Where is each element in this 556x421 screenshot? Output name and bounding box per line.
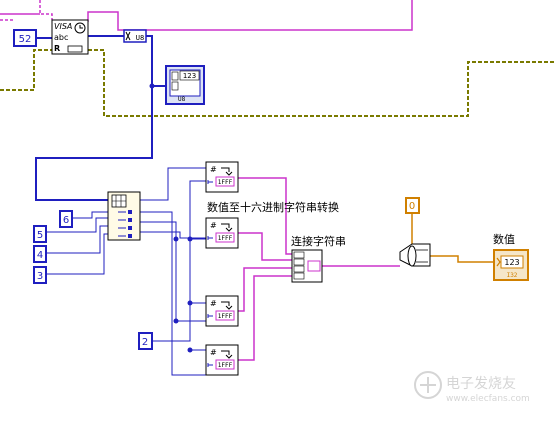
num-to-hex-node-3[interactable]: # 1FFF <box>205 295 239 327</box>
concatenate-strings-node[interactable] <box>291 249 323 283</box>
u8-typecast-node[interactable]: U8 <box>123 29 147 43</box>
svg-text:R: R <box>54 44 60 53</box>
label-hex-convert: 数值至十六进制字符串转换 <box>207 200 339 214</box>
svg-text:#: # <box>210 299 217 308</box>
label-indicator: 数值 <box>493 233 515 246</box>
visa-resource-wire[interactable] <box>0 0 413 31</box>
blue-wires-inputs[interactable] <box>46 167 206 376</box>
svg-text:4: 4 <box>37 250 43 261</box>
svg-text:123: 123 <box>183 72 196 80</box>
string-wires[interactable] <box>238 177 400 361</box>
num-to-hex-node-1[interactable]: # 1FFF <box>205 161 239 193</box>
numeric-indicator[interactable]: 123 I32 <box>493 249 529 281</box>
svg-text:I32: I32 <box>507 272 518 279</box>
svg-text:#: # <box>210 165 217 174</box>
string-to-number-node[interactable] <box>399 243 431 267</box>
svg-text:6: 6 <box>63 215 69 226</box>
label-concat: 连接字符串 <box>291 234 346 248</box>
num-to-hex-node-4[interactable]: # 1FFF <box>205 344 239 376</box>
visa-read-node[interactable]: VISA abc R <box>51 19 89 55</box>
constant-52[interactable]: 52 <box>13 29 37 47</box>
svg-text:52: 52 <box>19 34 32 45</box>
svg-text:1FFF: 1FFF <box>218 235 233 242</box>
svg-text:3: 3 <box>37 271 43 282</box>
error-icon <box>67 45 83 53</box>
svg-text:1FFF: 1FFF <box>218 179 233 186</box>
constant-3[interactable]: 3 <box>33 266 47 284</box>
string-icon <box>307 260 321 272</box>
svg-text:1FFF: 1FFF <box>218 313 233 320</box>
svg-text:#: # <box>210 348 217 357</box>
constant-6[interactable]: 6 <box>59 210 73 228</box>
constant-5[interactable]: 5 <box>33 225 47 243</box>
numeric-wires[interactable] <box>411 212 494 263</box>
svg-text:2: 2 <box>142 337 148 348</box>
svg-text:VISA: VISA <box>54 22 72 31</box>
constant-2[interactable]: 2 <box>138 332 153 350</box>
split-number-node[interactable] <box>107 191 141 241</box>
num-to-hex-node-2[interactable]: # 1FFF <box>205 217 239 249</box>
constant-0[interactable]: 0 <box>405 197 420 214</box>
svg-text:#: # <box>210 221 217 230</box>
typecast-icon <box>125 31 131 41</box>
svg-text:U8: U8 <box>178 96 186 103</box>
svg-text:U8: U8 <box>136 34 144 42</box>
constant-4[interactable]: 4 <box>33 245 47 263</box>
svg-text:abc: abc <box>54 33 68 42</box>
wire-junctions <box>149 83 193 353</box>
svg-text:123: 123 <box>504 258 519 267</box>
u8-blue-wires[interactable] <box>35 35 166 201</box>
svg-text:1FFF: 1FFF <box>218 362 233 369</box>
svg-text:0: 0 <box>409 201 415 212</box>
u8-array-indicator[interactable]: 123 U8 <box>165 65 205 105</box>
svg-text:5: 5 <box>37 230 43 241</box>
error-cluster-wire[interactable] <box>0 49 556 117</box>
